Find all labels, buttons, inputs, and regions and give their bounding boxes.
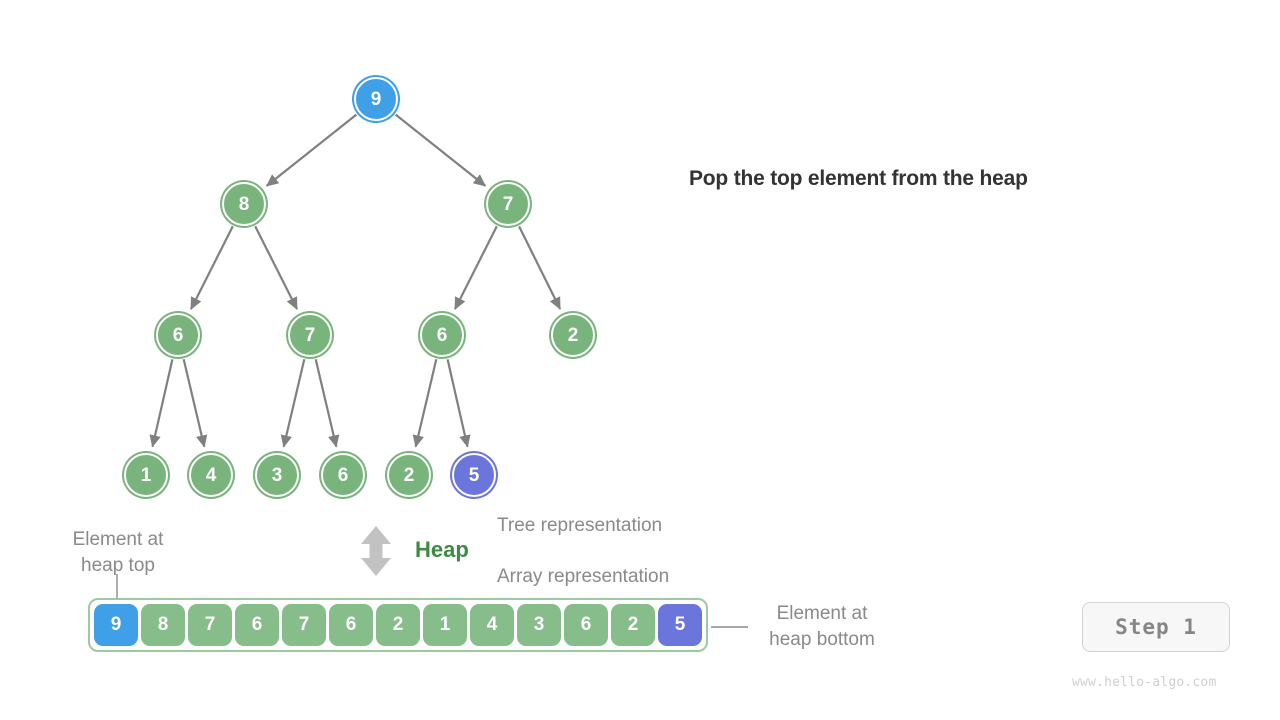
array-cell: 2 <box>611 604 655 646</box>
tree-node: 6 <box>321 453 365 497</box>
array-representation-label: Array representation <box>497 566 670 587</box>
array-cell: 3 <box>517 604 561 646</box>
array-cell: 5 <box>658 604 702 646</box>
array-cell-value: 7 <box>298 614 310 635</box>
tree-edge <box>190 225 234 310</box>
array-cell: 2 <box>376 604 420 646</box>
array-cell: 7 <box>282 604 326 646</box>
array-cell-value: 3 <box>533 614 545 635</box>
array-cell-value: 1 <box>439 614 451 635</box>
array-cell: 4 <box>470 604 514 646</box>
tree-edge <box>314 359 340 448</box>
tree-node-value: 3 <box>271 464 283 486</box>
tree-edge <box>518 225 562 310</box>
tree-edge <box>412 359 438 448</box>
array-cell: 8 <box>141 604 185 646</box>
array-cell: 9 <box>94 604 138 646</box>
tree-edge <box>280 359 306 448</box>
array-cell-value: 6 <box>580 614 592 635</box>
step-badge: Step 1 <box>1082 602 1230 652</box>
tree-node: 8 <box>222 182 266 226</box>
array-cell: 6 <box>564 604 608 646</box>
array-cell-value: 4 <box>486 614 498 635</box>
tree-node: 9 <box>354 77 398 121</box>
array-cell-value: 2 <box>392 614 404 635</box>
tree-node-value: 7 <box>304 324 316 346</box>
tree-node: 6 <box>156 313 200 357</box>
tree-node-value: 8 <box>238 193 250 215</box>
array-cell: 6 <box>235 604 279 646</box>
page-title: Pop the top element from the heap <box>689 167 1028 190</box>
tree-node: 6 <box>420 313 464 357</box>
tree-edge <box>149 359 174 448</box>
tree-node-value: 9 <box>370 88 382 110</box>
tree-node: 7 <box>486 182 530 226</box>
tree-node: 4 <box>189 453 233 497</box>
tree-node-value: 6 <box>436 324 448 346</box>
tree-representation-label: Tree representation <box>497 515 663 536</box>
array-cell: 7 <box>188 604 232 646</box>
array-cell: 6 <box>329 604 373 646</box>
tree-edge <box>254 225 298 310</box>
heap-array: 9 8 7 6 7 6 2 1 4 3 6 2 5 <box>88 598 708 652</box>
tree-node-value: 2 <box>567 324 579 346</box>
tree-edge <box>394 113 486 187</box>
tree-node-value: 1 <box>140 464 152 486</box>
tree-node: 5 <box>452 453 496 497</box>
tree-node-value: 6 <box>337 464 349 486</box>
tree-array-sync-arrow-icon <box>361 526 391 576</box>
array-cell-value: 2 <box>627 614 639 635</box>
tree-node-value: 2 <box>403 464 415 486</box>
tree-edge <box>446 359 471 448</box>
array-cell-value: 5 <box>674 614 686 635</box>
tree-node-value: 4 <box>205 464 217 486</box>
tree-node-value: 7 <box>502 193 514 215</box>
array-cell-value: 7 <box>204 614 216 635</box>
tree-node-value: 5 <box>468 464 480 486</box>
array-cell-value: 6 <box>251 614 263 635</box>
array-cell-value: 9 <box>110 614 122 635</box>
tree-node-value: 6 <box>172 324 184 346</box>
heap-top-label: Element at heap top <box>72 529 164 576</box>
heap-bottom-label: Element at heap bottom <box>769 603 875 650</box>
tree-edge <box>266 113 358 187</box>
watermark: www.hello-algo.com <box>1072 675 1217 690</box>
array-cell-value: 6 <box>345 614 357 635</box>
tree-node: 2 <box>387 453 431 497</box>
array-cell-value: 8 <box>157 614 169 635</box>
array-cell: 1 <box>423 604 467 646</box>
heap-label: Heap <box>415 537 469 562</box>
tree-node: 1 <box>124 453 168 497</box>
tree-edge <box>454 225 498 310</box>
tree-edge <box>182 359 208 448</box>
tree-node: 3 <box>255 453 299 497</box>
tree-node: 7 <box>288 313 332 357</box>
tree-node: 2 <box>551 313 595 357</box>
